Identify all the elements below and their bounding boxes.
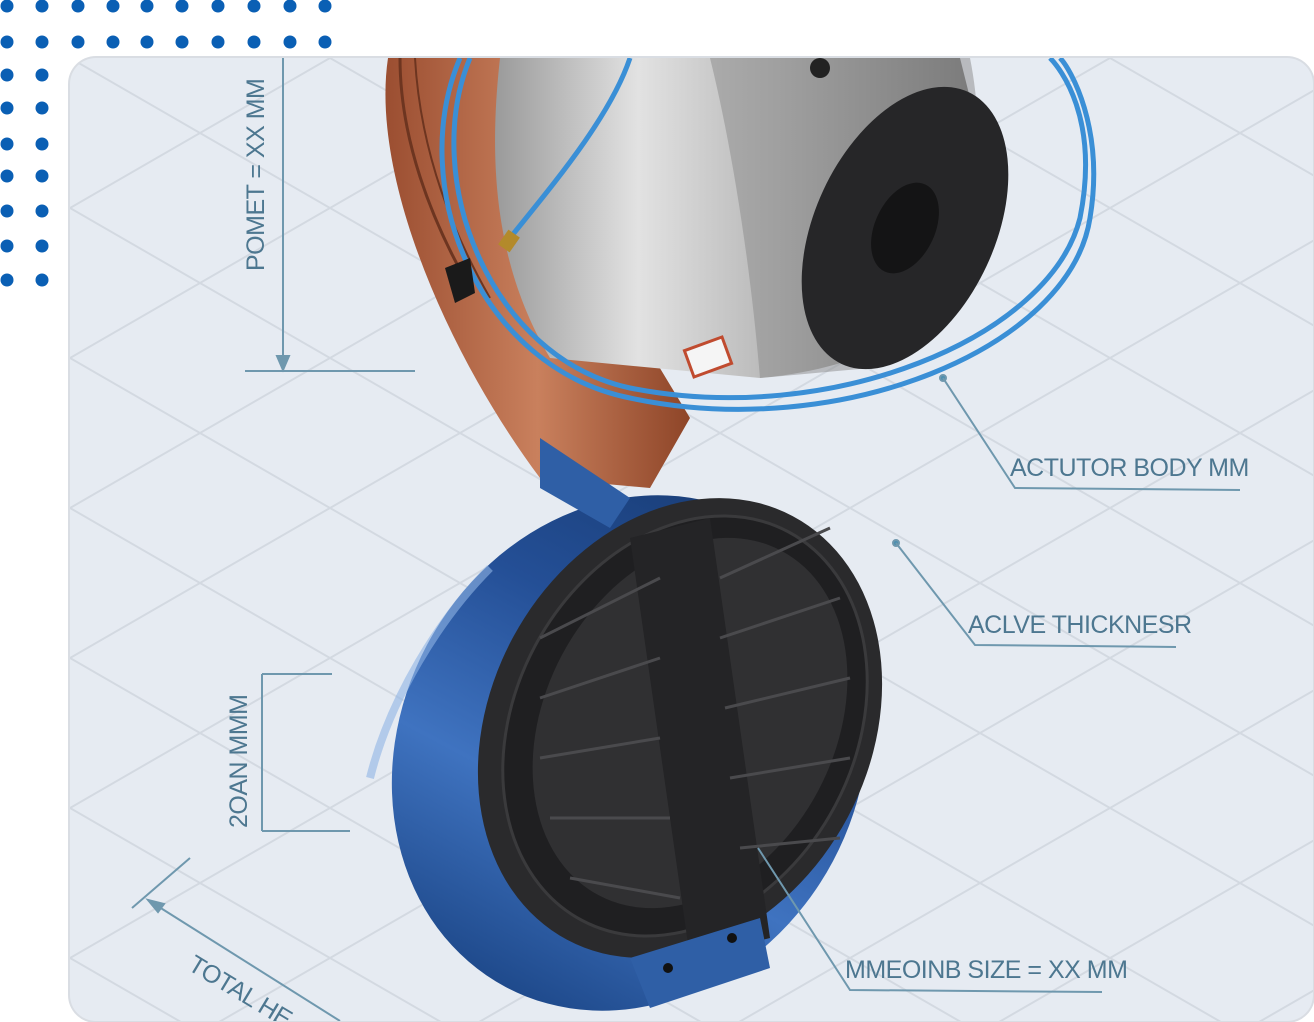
valve-illustration-card: POMET = XX MM ACTUTOR BODY MM ACLVE THIC… [70,58,1313,1021]
actuator-body-label: ACTUTOR BODY MM [1010,454,1249,482]
valve-thickness-label: ACLVE THICKNESR [968,611,1192,639]
mounting-size-label: MMEOINB SIZE = XX MM [845,956,1128,984]
top-dimension-label: POMET = XX MM [242,78,270,271]
valve-illustration [70,58,1313,1021]
left-dimension-label: 2OAN MMM [225,694,253,829]
decorative-dot-grid [0,0,332,287]
